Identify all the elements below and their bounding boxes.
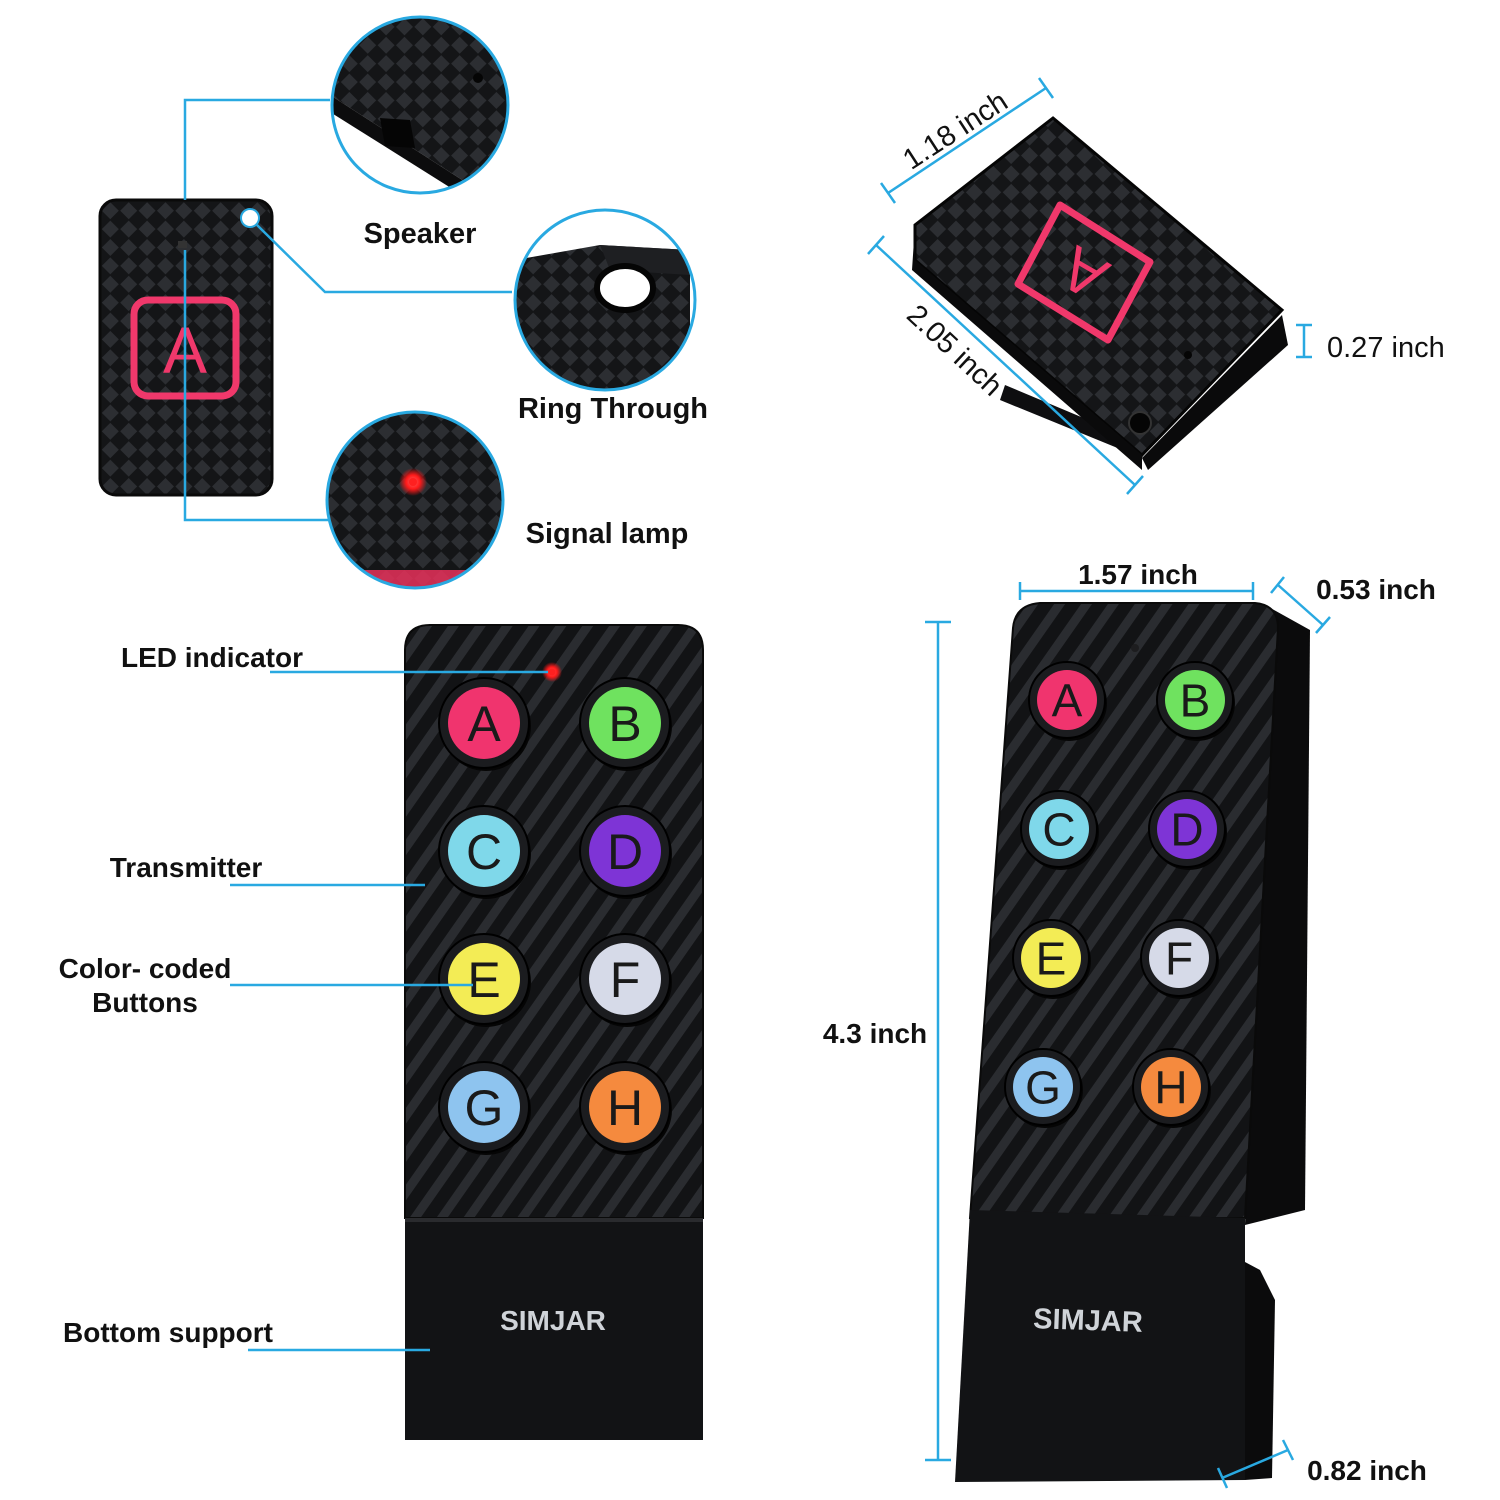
button-g[interactable]: G [438,1061,531,1155]
color-coded-label-line2: Buttons [92,987,198,1018]
button-f[interactable]: F [579,933,672,1027]
brand-logo-angled: SIMJAR [1033,1303,1144,1339]
button-letter: E [467,952,500,1008]
button-letter: F [610,952,641,1008]
bottom-support-block [405,1218,703,1440]
button-letter: H [607,1080,643,1136]
button-e[interactable]: E [438,933,531,1027]
bottom-support-label: Bottom support [63,1317,273,1348]
button-letter: E [1036,933,1067,985]
button-letter: F [1165,933,1193,985]
button-f-angled[interactable]: F [1140,919,1219,999]
tag-thickness-dimension: 0.27 inch [1327,332,1445,364]
ring-through-zoom [513,208,697,392]
bottom-support-block-angled [955,1210,1245,1482]
tag-perspective-view: A [912,116,1288,470]
button-letter: C [1042,804,1075,856]
button-b[interactable]: B [579,677,672,771]
button-letter: D [607,824,643,880]
signal-lamp-dot [178,241,187,248]
button-c-angled[interactable]: C [1020,790,1099,870]
tag-letter-frame-angled [1014,201,1154,344]
button-letter: H [1154,1062,1187,1114]
signal-lamp-label: Signal lamp [526,518,689,550]
button-letter: B [1180,675,1211,727]
button-letter: G [465,1080,504,1136]
button-letter: A [467,696,501,752]
transmitter-button-grid: A B C D E F G H [438,677,672,1155]
speaker-zoom [330,15,510,195]
button-d-angled[interactable]: D [1148,790,1227,870]
transmitter-label: Transmitter [110,852,263,883]
button-letter: B [608,696,641,752]
tag-dimension-lines [867,77,1312,495]
signal-lamp-zoom [325,410,505,590]
transmitter-width-dimension: 1.57 inch [1078,559,1198,590]
transmitter-depth-bottom-dimension: 0.82 inch [1307,1455,1427,1486]
transmitter-button-grid-angled: A B C D E F G H [1004,661,1235,1128]
button-h[interactable]: H [579,1061,672,1155]
button-h-angled[interactable]: H [1132,1048,1211,1128]
button-g-angled[interactable]: G [1004,1048,1083,1128]
tag-callout-lines [183,98,512,522]
transmitter-height-dimension: 4.3 inch [823,1018,927,1049]
button-letter: C [466,824,502,880]
speaker-label: Speaker [364,218,477,250]
button-c[interactable]: C [438,805,531,899]
button-letter: A [1052,675,1083,727]
button-d[interactable]: D [579,805,672,899]
transmitter-callout-lines [230,670,548,1352]
transmitter-depth-top-dimension: 0.53 inch [1316,574,1436,605]
button-a-angled[interactable]: A [1028,661,1107,741]
ring-through-label: Ring Through [518,393,708,425]
brand-logo: SIMJAR [500,1305,606,1336]
button-b-angled[interactable]: B [1156,661,1235,741]
transmitter-dimension-lines [925,576,1331,1489]
button-letter: D [1170,804,1203,856]
button-e-angled[interactable]: E [1012,919,1091,999]
ring-hole [240,208,260,228]
transmitter-front-view: SIMJAR A B C D E F G H [404,624,704,1440]
button-letter: G [1025,1062,1061,1114]
color-coded-label-line1: Color- coded [59,953,232,984]
button-a[interactable]: A [438,677,531,771]
transmitter-perspective-view: SIMJAR A B C D E F G H [955,602,1310,1482]
led-indicator-label: LED indicator [121,642,303,673]
